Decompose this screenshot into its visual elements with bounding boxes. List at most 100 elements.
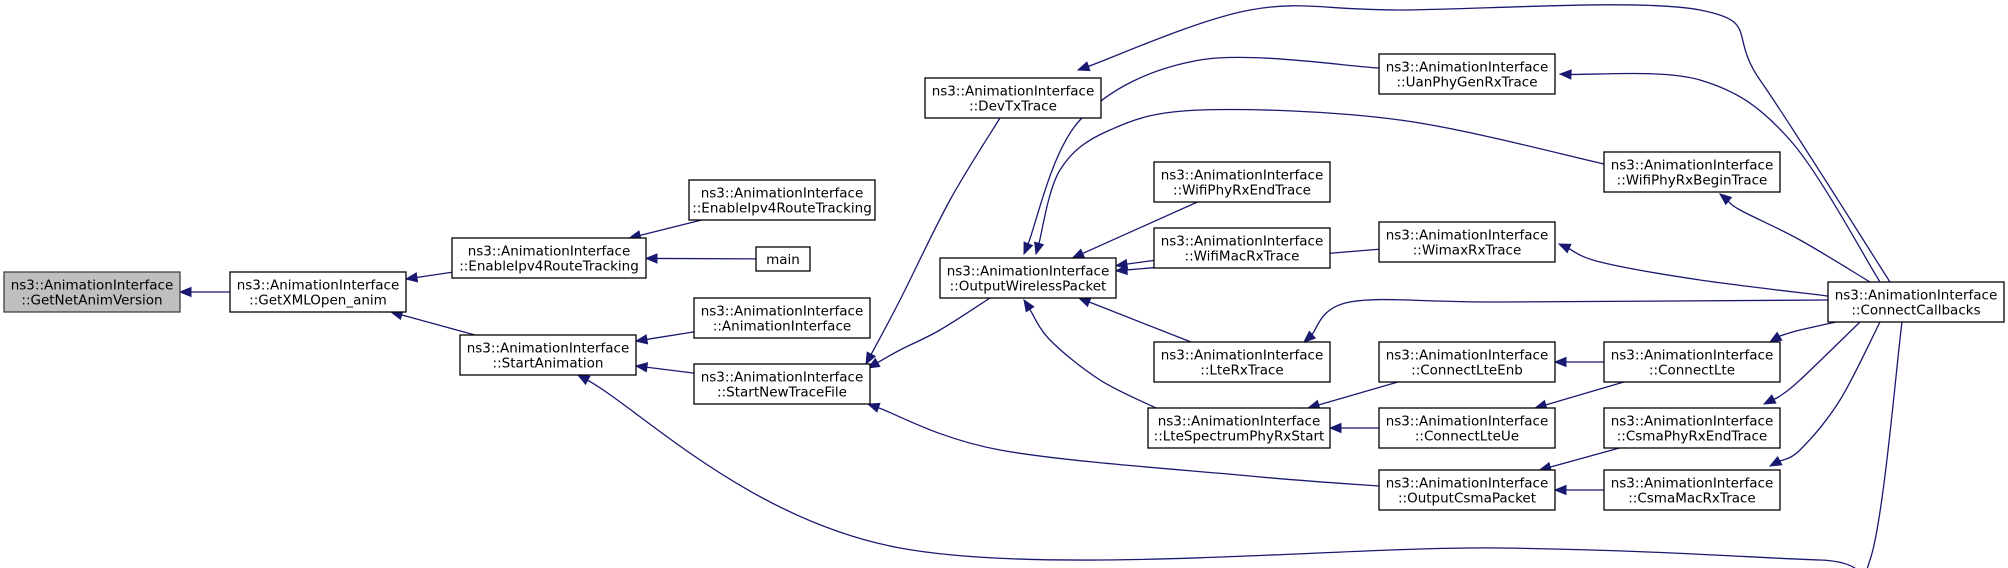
node-ConnectLteUe[interactable]: ns3::AnimationInterface::ConnectLteUe	[1378, 407, 1556, 449]
node-label-line: ::WifiMacRxTrace	[1185, 249, 1300, 265]
edge-UanPhyGenRxTrace-to-OutputWirelessPacket	[1026, 56, 1380, 246]
node-WifiPhyRxEndTrace[interactable]: ns3::AnimationInterface::WifiPhyRxEndTra…	[1153, 161, 1331, 203]
node-StartNewTraceFile[interactable]: ns3::AnimationInterface::StartNewTraceFi…	[693, 363, 871, 405]
node-StartAnimation[interactable]: ns3::AnimationInterface::StartAnimation	[459, 334, 637, 376]
edge-arrowhead	[634, 362, 649, 373]
node-box[interactable]	[1603, 407, 1781, 449]
node-label-line: ns3::AnimationInterface	[947, 264, 1110, 280]
node-label-line: ::OutputCsmaPacket	[1398, 491, 1536, 507]
node-label-line: ::AnimationInterface	[713, 319, 851, 335]
node-label-line: ns3::AnimationInterface	[1161, 234, 1324, 250]
node-EnableIpv4RouteTracking_b[interactable]: ns3::AnimationInterface::EnableIpv4Route…	[688, 179, 876, 221]
edge-arrowhead	[866, 357, 881, 369]
node-box[interactable]	[1147, 407, 1331, 449]
node-label-line: ns3::AnimationInterface	[1835, 288, 1998, 304]
edge-arrowhead	[178, 286, 192, 298]
node-UanPhyGenRxTrace[interactable]: ns3::AnimationInterface::UanPhyGenRxTrac…	[1378, 53, 1556, 95]
edge-arrowhead	[1558, 69, 1572, 80]
node-label-line: ::StartNewTraceFile	[717, 385, 847, 401]
node-LteSpectrumPhyRxStart[interactable]: ns3::AnimationInterface::LteSpectrumPhyR…	[1147, 407, 1331, 449]
node-CsmaPhyRxEndTrace[interactable]: ns3::AnimationInterface::CsmaPhyRxEndTra…	[1603, 407, 1781, 449]
node-label-line: ::CsmaPhyRxEndTrace	[1617, 429, 1768, 445]
node-label-line: ::ConnectLte	[1649, 363, 1735, 379]
edge-StartAnimation-to-GetXMLOpen_anim	[399, 313, 476, 336]
edge-ConnectCallbacks-to-WifiPhyRxBeginTrace	[1726, 199, 1871, 283]
node-box[interactable]	[1153, 227, 1331, 269]
node-box[interactable]	[693, 363, 871, 405]
node-label-line: ns3::AnimationInterface	[701, 186, 864, 202]
node-box[interactable]	[1378, 341, 1556, 383]
node-box[interactable]	[1603, 151, 1781, 193]
node-box[interactable]	[229, 271, 407, 313]
node-label-line: ::GetNetAnimVersion	[21, 293, 162, 309]
edge-EnableIpv4RouteTracking_a-to-GetXMLOpen_anim	[414, 271, 453, 279]
node-main[interactable]: main	[755, 246, 811, 272]
node-box[interactable]	[451, 237, 647, 279]
node-LteRxTrace[interactable]: ns3::AnimationInterface::LteRxTrace	[1153, 341, 1331, 383]
node-label-line: ns3::AnimationInterface	[467, 341, 630, 357]
node-box[interactable]	[693, 297, 871, 339]
node-box[interactable]	[939, 257, 1117, 299]
node-box[interactable]	[459, 334, 637, 376]
edge-EnableIpv4RouteTracking_b-to-EnableIpv4RouteTracking_a	[637, 219, 702, 237]
node-CsmaMacRxTrace[interactable]: ns3::AnimationInterface::CsmaMacRxTrace	[1603, 469, 1781, 511]
node-box[interactable]	[1603, 341, 1781, 383]
edge-arrowhead	[1768, 455, 1783, 467]
edge-ConnectCallbacks-to-CsmaPhyRxEndTrace	[1771, 321, 1861, 401]
node-box[interactable]	[1378, 407, 1556, 449]
edge-ConnectLteEnb-to-LteSpectrumPhyRxStart	[1316, 381, 1399, 407]
node-box[interactable]	[1378, 53, 1556, 95]
edge-LteSpectrumPhyRxStart-to-OutputWirelessPacket	[1028, 307, 1157, 409]
node-label-line: ns3::AnimationInterface	[1158, 414, 1321, 430]
node-OutputCsmaPacket[interactable]: ns3::AnimationInterface::OutputCsmaPacke…	[1378, 469, 1556, 511]
node-box[interactable]	[1827, 281, 2005, 323]
edge-arrowhead	[1023, 298, 1035, 313]
node-ConnectLteEnb[interactable]: ns3::AnimationInterface::ConnectLteEnb	[1378, 341, 1556, 383]
node-WimaxRxTrace[interactable]: ns3::AnimationInterface::WimaxRxTrace	[1378, 221, 1556, 263]
node-label-line: ::EnableIpv4RouteTracking	[459, 259, 639, 275]
node-label-line: ::WimaxRxTrace	[1413, 243, 1522, 259]
node-ConnectCallbacks[interactable]: ns3::AnimationInterface::ConnectCallback…	[1827, 281, 2005, 323]
edge-arrowhead	[1553, 484, 1567, 496]
node-ConnectLte[interactable]: ns3::AnimationInterface::ConnectLte	[1603, 341, 1781, 383]
node-label-line: ::DevTxTrace	[969, 99, 1057, 115]
edge-arrowhead	[576, 374, 591, 386]
node-box[interactable]	[1153, 341, 1331, 383]
edge-StartNewTraceFile-to-StartAnimation	[644, 366, 695, 374]
node-label-line: ns3::AnimationInterface	[1611, 158, 1774, 174]
edge-arrowhead	[1303, 330, 1317, 343]
node-OutputWirelessPacket[interactable]: ns3::AnimationInterface::OutputWirelessP…	[939, 257, 1117, 299]
node-label-line: ns3::AnimationInterface	[237, 278, 400, 294]
edge-arrowhead	[1023, 241, 1034, 256]
edge-ConnectCallbacks-to-DevTxTrace	[1086, 4, 1891, 283]
node-box[interactable]	[3, 271, 181, 313]
edge-arrowhead	[644, 253, 658, 264]
edge-WifiPhyRxBeginTrace-to-OutputWirelessPacket	[1037, 108, 1605, 246]
edge-arrowhead	[1553, 356, 1567, 368]
node-box[interactable]	[755, 246, 811, 272]
node-label-line: ns3::AnimationInterface	[701, 304, 864, 320]
node-WifiMacRxTrace[interactable]: ns3::AnimationInterface::WifiMacRxTrace	[1153, 227, 1331, 269]
edge-ConnectCallbacks-to-LteRxTrace	[1310, 298, 1829, 337]
node-EnableIpv4RouteTracking_a[interactable]: ns3::AnimationInterface::EnableIpv4Route…	[451, 237, 647, 279]
node-label-line: ::ConnectLteUe	[1415, 429, 1519, 445]
node-GetNetAnimVersion[interactable]: ns3::AnimationInterface::GetNetAnimVersi…	[3, 271, 181, 313]
node-WifiPhyRxBeginTrace[interactable]: ns3::AnimationInterface::WifiPhyRxBeginT…	[1603, 151, 1781, 193]
node-label-line: ns3::AnimationInterface	[932, 84, 1095, 100]
node-AnimationInterface[interactable]: ns3::AnimationInterface::AnimationInterf…	[693, 297, 871, 339]
node-DevTxTrace[interactable]: ns3::AnimationInterface::DevTxTrace	[924, 77, 1102, 119]
edge-LteRxTrace-to-OutputWirelessPacket	[1087, 300, 1192, 343]
edge-ConnectCallbacks-to-CsmaMacRxTrace	[1777, 321, 1881, 463]
edge-WifiPhyRxEndTrace-to-OutputWirelessPacket	[1080, 201, 1198, 255]
node-box[interactable]	[688, 179, 876, 221]
node-box[interactable]	[1603, 469, 1781, 511]
edge-arrowhead	[1076, 61, 1091, 72]
node-label-line: ::WifiPhyRxBeginTrace	[1617, 173, 1768, 189]
node-box[interactable]	[924, 77, 1102, 119]
node-GetXMLOpen_anim[interactable]: ns3::AnimationInterface::GetXMLOpen_anim	[229, 271, 407, 313]
node-box[interactable]	[1378, 221, 1556, 263]
node-box[interactable]	[1378, 469, 1556, 511]
edge-layer	[178, 4, 1903, 568]
node-box[interactable]	[1153, 161, 1331, 203]
edge-arrowhead	[1114, 264, 1128, 276]
